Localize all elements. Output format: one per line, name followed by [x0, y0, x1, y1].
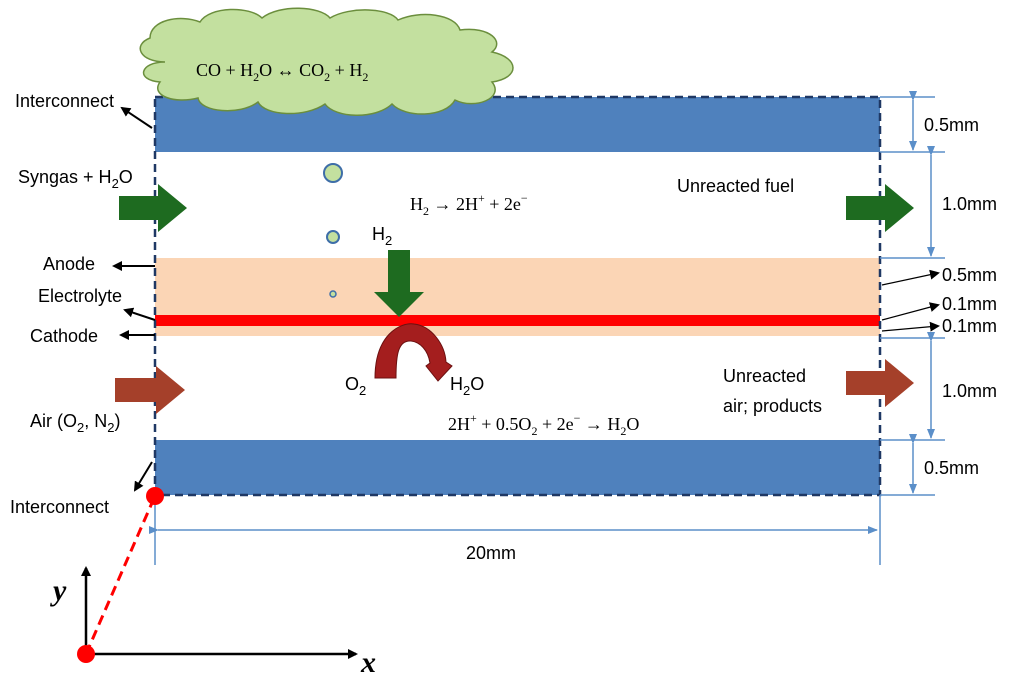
bottom-interconnect: [155, 440, 880, 495]
bubble-large: [323, 163, 343, 183]
air-label: Air (O2, N2): [30, 411, 120, 435]
anode-dim-pointer: [881, 269, 940, 286]
origin-dot: [77, 645, 95, 663]
y-axis-label: y: [50, 574, 67, 607]
h2o-label: H2O: [450, 374, 484, 398]
fuel-outlet-arrow: [846, 184, 914, 232]
dim-interconnect-top: 0.5mm: [924, 115, 979, 135]
bubble-small: [329, 290, 337, 298]
domain-corner-dot: [146, 487, 164, 505]
shift-reaction-text: CO + H2O ↔ CO2 + H2: [196, 60, 368, 84]
cathode-dim-pointer: [881, 321, 940, 332]
bubble-medium: [326, 230, 340, 244]
origin-offset-line: [84, 495, 157, 655]
electrolyte-layer: [155, 315, 880, 326]
h2-label: H2: [372, 224, 392, 248]
o2-label: O2: [345, 374, 366, 398]
anode-layer: [155, 258, 880, 316]
dimension-lines: [149, 91, 945, 565]
h2-down-arrow: [374, 250, 424, 317]
syngas-inlet-arrow: [119, 184, 187, 232]
shift-reaction-cloud: CO + H2O ↔ CO2 + H2: [139, 7, 514, 116]
unreacted-air-label-line2: air; products: [723, 396, 822, 416]
anode-reaction-text: H2 → 2H+ + 2e−: [410, 191, 528, 218]
unreacted-fuel-label: Unreacted fuel: [677, 176, 794, 196]
dim-fuel-channel: 1.0mm: [942, 194, 997, 214]
cathode-label: Cathode: [30, 326, 98, 346]
dim-electrolyte: 0.1mm: [942, 294, 997, 314]
cathode-layer: [155, 326, 880, 336]
dim-air-channel: 1.0mm: [942, 381, 997, 401]
dim-anode: 0.5mm: [942, 265, 997, 285]
anode-label: Anode: [43, 254, 95, 274]
interconnect-top-pointer: [120, 106, 153, 129]
dim-cathode: 0.1mm: [942, 316, 997, 336]
electrolyte-dim-pointer: [881, 302, 940, 321]
syngas-label: Syngas + H2O: [18, 167, 133, 191]
dim-interconnect-bottom: 0.5mm: [924, 458, 979, 478]
unreacted-air-label-line1: Unreacted: [723, 366, 806, 386]
oxygen-curved-arrow: [374, 323, 453, 382]
electrolyte-label: Electrolyte: [38, 286, 122, 306]
dim-length: 20mm: [466, 543, 516, 563]
electrolyte-pointer: [123, 307, 156, 321]
interconnect-top-label: Interconnect: [15, 91, 114, 111]
air-inlet-arrow: [115, 366, 185, 414]
x-axis-label: x: [360, 646, 376, 679]
domain-boundary: [153, 95, 882, 497]
air-outlet-arrow: [846, 359, 914, 407]
cathode-reaction-text: 2H+ + 0.5O2 + 2e− → H2O: [448, 411, 639, 438]
interconnect-bottom-pointer: [133, 461, 153, 492]
interconnect-bottom-label: Interconnect: [10, 497, 109, 517]
